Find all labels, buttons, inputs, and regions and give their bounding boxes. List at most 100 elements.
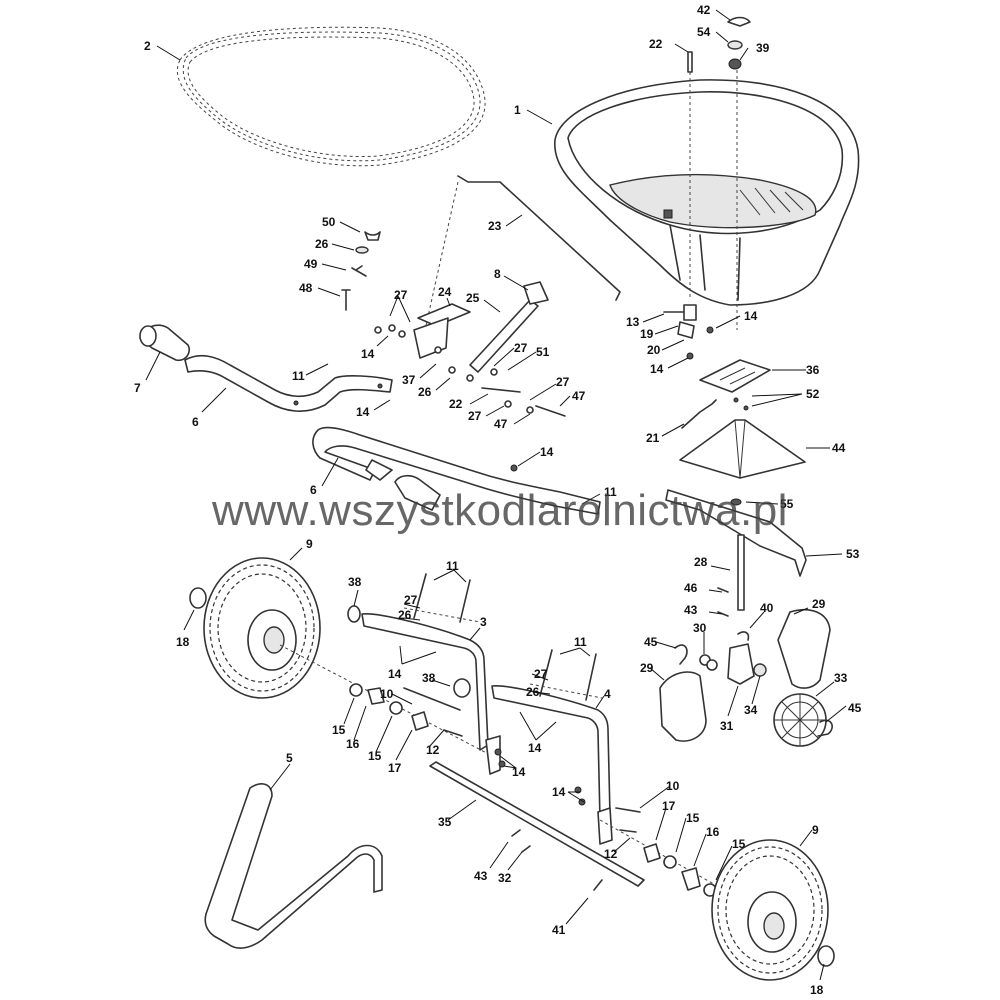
leader-lines — [145, 9, 847, 981]
callout-19: 19 — [640, 327, 654, 341]
callout-33: 33 — [834, 671, 848, 685]
callout-3: 3 — [480, 615, 487, 629]
callout-26: 26 — [315, 237, 329, 251]
callout-21: 21 — [646, 431, 660, 445]
callout-15: 15 — [686, 811, 700, 825]
callout-39: 39 — [756, 41, 770, 55]
callout-11: 11 — [446, 559, 459, 573]
callout-22: 22 — [649, 37, 663, 51]
part-6-lower-handle — [312, 426, 601, 515]
callout-51: 51 — [536, 345, 550, 359]
callout-14: 14 — [361, 347, 375, 361]
callout-53: 53 — [846, 547, 860, 561]
callout-5: 5 — [286, 751, 293, 765]
left-axle-hardware — [279, 644, 501, 761]
part-18-hubcap-upper — [189, 587, 207, 609]
callout-8: 8 — [494, 267, 501, 281]
callout-49: 49 — [304, 257, 318, 271]
callout-46: 46 — [684, 581, 698, 595]
part-38-bushings — [453, 678, 471, 698]
callout-28: 28 — [694, 555, 708, 569]
callout-14: 14 — [744, 309, 758, 323]
gearbox-assembly — [659, 608, 833, 747]
part-9-wheel-upper — [203, 557, 321, 699]
part-1-hopper — [554, 79, 860, 306]
callout-9: 9 — [306, 537, 313, 551]
callout-14: 14 — [650, 362, 664, 376]
callout-54: 54 — [697, 25, 711, 39]
callout-18: 18 — [176, 635, 190, 649]
callout-44: 44 — [832, 441, 846, 455]
callout-14: 14 — [528, 741, 542, 755]
callout-16: 16 — [706, 825, 720, 839]
part-28-agitator-shaft — [717, 534, 750, 641]
callout-labels: 42 22 54 39 2 1 23 50 26 49 48 8 24 27 2… — [134, 3, 862, 997]
callout-25: 25 — [466, 291, 480, 305]
callout-23: 23 — [488, 219, 502, 233]
part-3-left-leg — [347, 605, 506, 775]
lever-assembly — [374, 281, 566, 417]
part-11-bolts — [403, 573, 603, 701]
callout-26: 26 — [418, 385, 432, 399]
callout-10: 10 — [666, 779, 680, 793]
callout-1: 1 — [514, 103, 521, 117]
callout-47: 47 — [494, 417, 508, 431]
callout-30: 30 — [693, 621, 707, 635]
callout-13: 13 — [626, 315, 640, 329]
callout-22: 22 — [449, 397, 463, 411]
callout-26: 26 — [398, 608, 412, 622]
callout-52: 52 — [806, 387, 820, 401]
callout-38: 38 — [348, 575, 362, 589]
callout-48: 48 — [299, 281, 313, 295]
callout-27: 27 — [534, 667, 548, 681]
callout-27: 27 — [468, 409, 482, 423]
callout-11: 11 — [604, 485, 617, 499]
callout-29: 29 — [812, 597, 826, 611]
part-9-wheel-lower — [711, 839, 829, 981]
callout-12: 12 — [604, 847, 618, 861]
part-36-plate — [699, 359, 771, 393]
callout-41: 41 — [552, 923, 566, 937]
callout-2: 2 — [144, 39, 151, 53]
callout-36: 36 — [806, 363, 820, 377]
part-35-axle — [429, 761, 645, 891]
callout-27: 27 — [514, 341, 528, 355]
callout-34: 34 — [744, 703, 758, 717]
part-6-upper-handle — [184, 354, 393, 412]
callout-11: 11 — [292, 369, 305, 383]
callout-32: 32 — [498, 871, 512, 885]
callout-29: 29 — [640, 661, 654, 675]
callout-10: 10 — [380, 687, 394, 701]
callout-15: 15 — [732, 837, 746, 851]
callout-27: 27 — [404, 593, 418, 607]
callout-6: 6 — [310, 483, 317, 497]
callout-27: 27 — [556, 375, 570, 389]
part-21-linkage — [681, 397, 749, 429]
callout-14: 14 — [552, 785, 566, 799]
callout-35: 35 — [438, 815, 452, 829]
callout-18: 18 — [810, 983, 824, 997]
part-44-spreader-tray — [679, 419, 806, 479]
callout-14: 14 — [540, 445, 554, 459]
callout-38: 38 — [422, 671, 436, 685]
callout-50: 50 — [322, 215, 336, 229]
part-13-19-20-brackets — [663, 304, 714, 360]
callout-45: 45 — [644, 635, 658, 649]
callout-43: 43 — [684, 603, 698, 617]
callout-55: 55 — [780, 497, 794, 511]
callout-12: 12 — [426, 743, 440, 757]
part-7-handle-grip — [139, 324, 191, 362]
parts-48-50-fasteners — [341, 231, 381, 311]
callout-14: 14 — [388, 667, 402, 681]
callout-9: 9 — [812, 823, 819, 837]
callout-15: 15 — [368, 749, 382, 763]
part-23-control-rod — [424, 175, 621, 331]
callout-37: 37 — [402, 373, 416, 387]
part-5-stand — [204, 783, 383, 949]
callout-7: 7 — [134, 381, 141, 395]
part-2-gasket-ring — [176, 26, 486, 167]
callout-45: 45 — [848, 701, 862, 715]
callout-14: 14 — [356, 405, 370, 419]
